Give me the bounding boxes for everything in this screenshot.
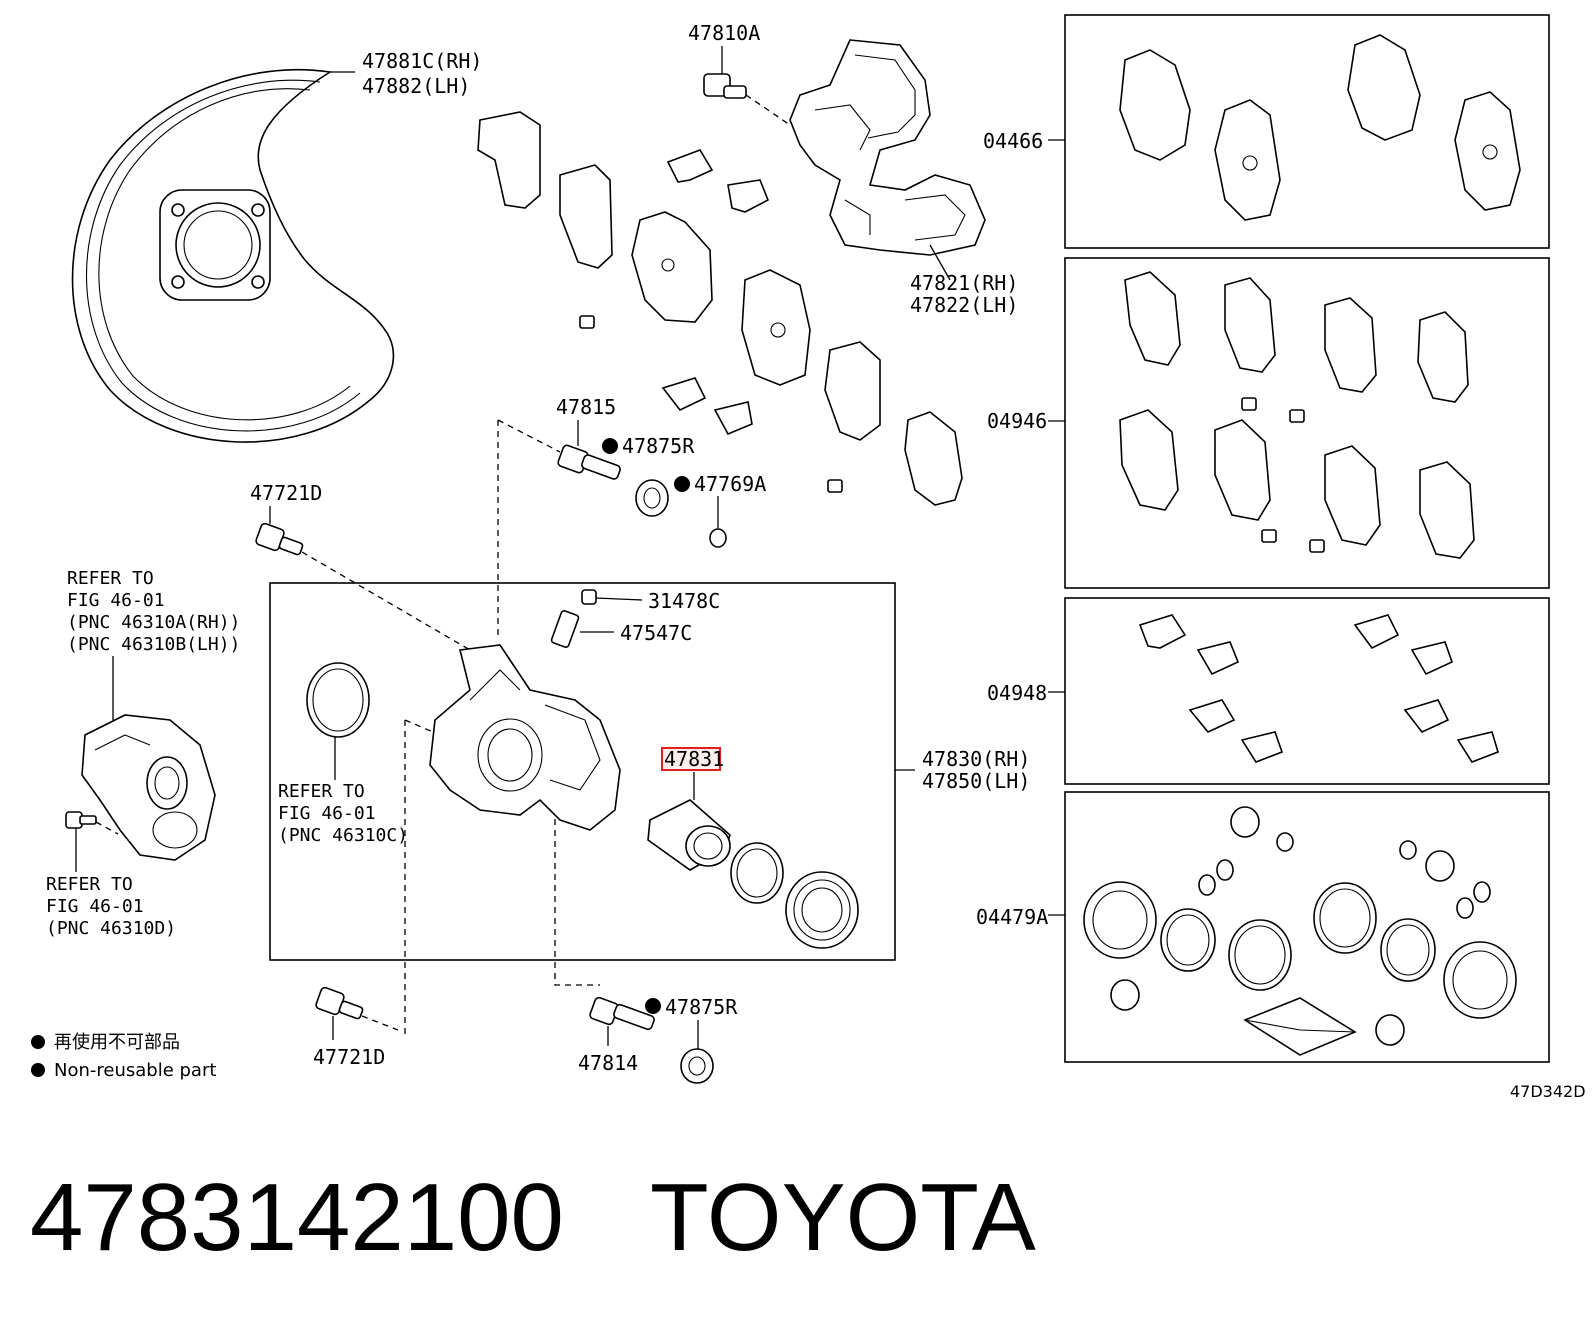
- bolt-47721d-bottom: [315, 986, 364, 1020]
- label-47882: 47882(LH): [362, 74, 470, 98]
- label-47875r-bottom: 47875R: [665, 995, 738, 1019]
- highlight-47831: [661, 747, 721, 771]
- legend-en: Non-reusable part: [54, 1060, 216, 1081]
- svg-text:(PNC 46310C): (PNC 46310C): [278, 825, 408, 846]
- parking-motor-assembly: [81, 714, 216, 861]
- label-04946: 04946: [987, 409, 1047, 433]
- footer-brand: TOYOTA: [650, 1164, 1036, 1271]
- label-04948: 04948: [987, 681, 1047, 705]
- dust-shield: [71, 68, 395, 443]
- kit-04466-pads: [1119, 34, 1521, 221]
- non-reusable-dot: [602, 438, 618, 454]
- svg-text:REFER TO: REFER TO: [67, 568, 154, 589]
- svg-text:(PNC 46310B(LH)): (PNC 46310B(LH)): [67, 634, 240, 655]
- bleeder-cap-31478c: [581, 589, 597, 605]
- figure-code: 47D342D: [1510, 1082, 1586, 1101]
- non-reusable-dot: [674, 476, 690, 492]
- kit-box-04948: [1064, 597, 1550, 785]
- svg-text:FIG 46-01: FIG 46-01: [67, 590, 165, 611]
- label-47814: 47814: [578, 1051, 638, 1075]
- label-47881c: 47881C(RH): [362, 49, 482, 73]
- boot-47875r-top: [635, 479, 669, 517]
- kit-04946-shims: [1119, 271, 1475, 559]
- slide-pin-47815: [557, 444, 621, 480]
- label-04466: 04466: [983, 129, 1043, 153]
- label-47821: 47821(RH): [910, 271, 1018, 295]
- refer-note-46310d: REFER TO FIG 46-01 (PNC 46310D): [46, 874, 176, 939]
- svg-text:FIG 46-01: FIG 46-01: [278, 803, 376, 824]
- bolt-47810a: [703, 73, 747, 99]
- refer-note-46310ab: REFER TO FIG 46-01 (PNC 46310A(RH)) (PNC…: [67, 568, 240, 655]
- loose-pads-and-shims: [477, 111, 963, 506]
- seal-ring-left: [306, 662, 370, 738]
- caliper-body: [429, 644, 621, 831]
- label-04479a: 04479A: [976, 905, 1048, 929]
- label-47815: 47815: [556, 395, 616, 419]
- bleeder-screw-47547c: [550, 609, 580, 649]
- kit-04948-clips: [1138, 614, 1499, 763]
- caliper-carrier: [789, 39, 986, 256]
- label-47810a: 47810A: [688, 21, 760, 45]
- kit-box-04466: [1064, 14, 1550, 249]
- kit-box-04479a: [1064, 791, 1550, 1063]
- legend-jp: 再使用不可部品: [54, 1032, 180, 1053]
- svg-text:REFER TO: REFER TO: [278, 781, 365, 802]
- label-47831: 47831: [664, 747, 724, 771]
- label-47721d-bottom: 47721D: [313, 1045, 385, 1069]
- bolt-46310d: [65, 811, 97, 829]
- slide-pin-47814: [589, 996, 655, 1031]
- piston-boot: [785, 871, 859, 949]
- svg-text:(PNC 46310D): (PNC 46310D): [46, 918, 176, 939]
- label-47875r-top: 47875R: [622, 434, 695, 458]
- label-47547c: 47547C: [620, 621, 692, 645]
- label-47769a: 47769A: [694, 472, 766, 496]
- svg-text:FIG 46-01: FIG 46-01: [46, 896, 144, 917]
- piston-seal: [730, 842, 784, 904]
- non-reusable-dot: [645, 998, 661, 1014]
- kit-box-04946: [1064, 257, 1550, 589]
- legend: 再使用不可部品 Non-reusable part: [31, 1032, 216, 1081]
- refer-note-46310c: REFER TO FIG 46-01 (PNC 46310C): [278, 781, 408, 846]
- bolt-47721d-top: [255, 522, 304, 556]
- boot-47875r-bottom: [680, 1048, 714, 1084]
- label-47721d-top: 47721D: [250, 481, 322, 505]
- label-47822: 47822(LH): [910, 293, 1018, 317]
- caliper-assembly-box: [269, 582, 896, 961]
- svg-text:(PNC 46310A(RH)): (PNC 46310A(RH)): [67, 612, 240, 633]
- piston-47831: [647, 799, 731, 871]
- label-47830: 47830(RH): [922, 747, 1030, 771]
- kit-04479a-seals: [1083, 806, 1517, 1056]
- svg-text:REFER TO: REFER TO: [46, 874, 133, 895]
- label-31478c: 31478C: [648, 589, 720, 613]
- label-47850: 47850(LH): [922, 769, 1030, 793]
- footer-part-number: 4783142100: [30, 1164, 564, 1271]
- cap-47769a: [709, 528, 727, 548]
